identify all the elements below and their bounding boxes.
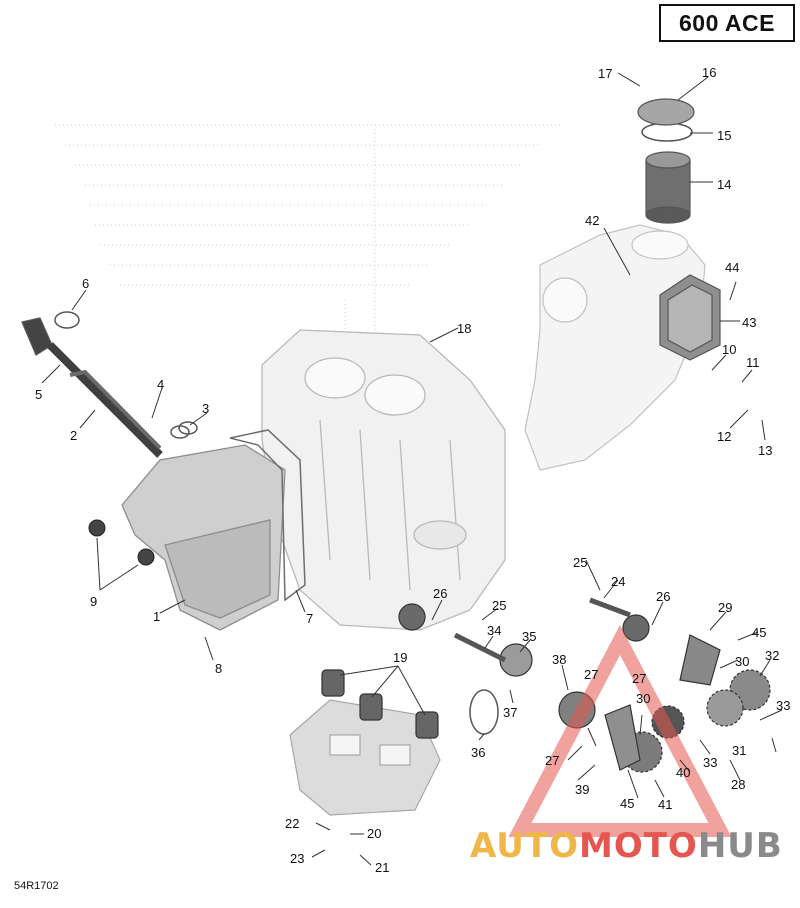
diagram-reference-code: 54R1702 — [14, 880, 59, 892]
callout-42: 42 — [585, 213, 599, 228]
callout-9: 9 — [90, 594, 97, 609]
watermark-part-1: AUTO — [470, 826, 579, 866]
callout-38: 38 — [552, 652, 566, 667]
callout-45a: 45 — [752, 625, 766, 640]
callout-32: 32 — [765, 648, 779, 663]
callout-27b: 27 — [632, 671, 646, 686]
callout-33b: 33 — [703, 755, 717, 770]
callout-21: 21 — [375, 860, 389, 875]
callout-34: 34 — [487, 623, 501, 638]
oil-pump-housing — [524, 224, 706, 471]
callout-23: 23 — [290, 851, 304, 866]
callout-7: 7 — [306, 611, 313, 626]
callout-20: 20 — [367, 826, 381, 841]
callout-10: 10 — [722, 342, 736, 357]
callout-26b: 26 — [656, 589, 670, 604]
callout-37: 37 — [503, 705, 517, 720]
callout-31: 31 — [732, 743, 746, 758]
callout-5: 5 — [35, 387, 42, 402]
oil-pan — [121, 444, 286, 631]
callout-27c: 27 — [545, 753, 559, 768]
watermark-triangle — [508, 624, 732, 837]
strainer-plate — [289, 699, 441, 816]
callout-3: 3 — [202, 401, 209, 416]
callout-43: 43 — [742, 315, 756, 330]
callout-35: 35 — [522, 629, 536, 644]
grommets — [321, 669, 439, 739]
oil-filter — [637, 98, 695, 224]
callout-22: 22 — [285, 816, 299, 831]
callout-11: 11 — [746, 355, 760, 370]
callout-30a: 30 — [735, 654, 749, 669]
oil-pan-gasket — [229, 429, 306, 602]
callout-30b: 30 — [636, 691, 650, 706]
callout-24: 24 — [611, 574, 625, 589]
drain-plugs — [88, 519, 155, 566]
model-title: 600 ACE — [679, 9, 775, 36]
callout-13: 13 — [758, 443, 772, 458]
callout-17: 17 — [598, 66, 612, 81]
small-parts — [54, 122, 693, 735]
callout-45b: 45 — [620, 796, 634, 811]
engine-block — [261, 329, 506, 631]
callout-29: 29 — [718, 600, 732, 615]
guide-lines — [55, 124, 560, 340]
callout-36: 36 — [471, 745, 485, 760]
callout-33a: 33 — [776, 698, 790, 713]
callout-28: 28 — [731, 777, 745, 792]
callout-44: 44 — [725, 260, 739, 275]
callout-25a: 25 — [573, 555, 587, 570]
pump-gears — [398, 597, 771, 773]
dipstick-assembly — [21, 317, 163, 458]
callout-15: 15 — [717, 128, 731, 143]
callout-39: 39 — [575, 782, 589, 797]
callout-19: 19 — [393, 650, 407, 665]
callout-labels: 1 2 3 4 5 6 7 8 9 10 11 12 13 14 15 16 1… — [35, 65, 790, 875]
callout-27a: 27 — [584, 667, 598, 682]
callout-41: 41 — [658, 797, 672, 812]
callout-14: 14 — [717, 177, 731, 192]
callout-8: 8 — [215, 661, 222, 676]
callout-12: 12 — [717, 429, 731, 444]
oil-cooler — [659, 274, 721, 361]
callout-18: 18 — [457, 321, 471, 336]
callout-16: 16 — [702, 65, 716, 80]
watermark-logo: AUTOMOTOHUB — [470, 826, 783, 866]
callout-26a: 26 — [433, 586, 447, 601]
callout-1: 1 — [153, 609, 160, 624]
watermark-part-3: HUB — [697, 826, 783, 866]
callout-2: 2 — [70, 428, 77, 443]
callout-6: 6 — [82, 276, 89, 291]
watermark-part-2: MOTO — [578, 826, 698, 866]
callout-40: 40 — [676, 765, 690, 780]
model-title-box: 600 ACE — [659, 4, 795, 42]
callout-25b: 25 — [492, 598, 506, 613]
leader-lines — [41, 72, 783, 866]
callout-4: 4 — [157, 377, 164, 392]
